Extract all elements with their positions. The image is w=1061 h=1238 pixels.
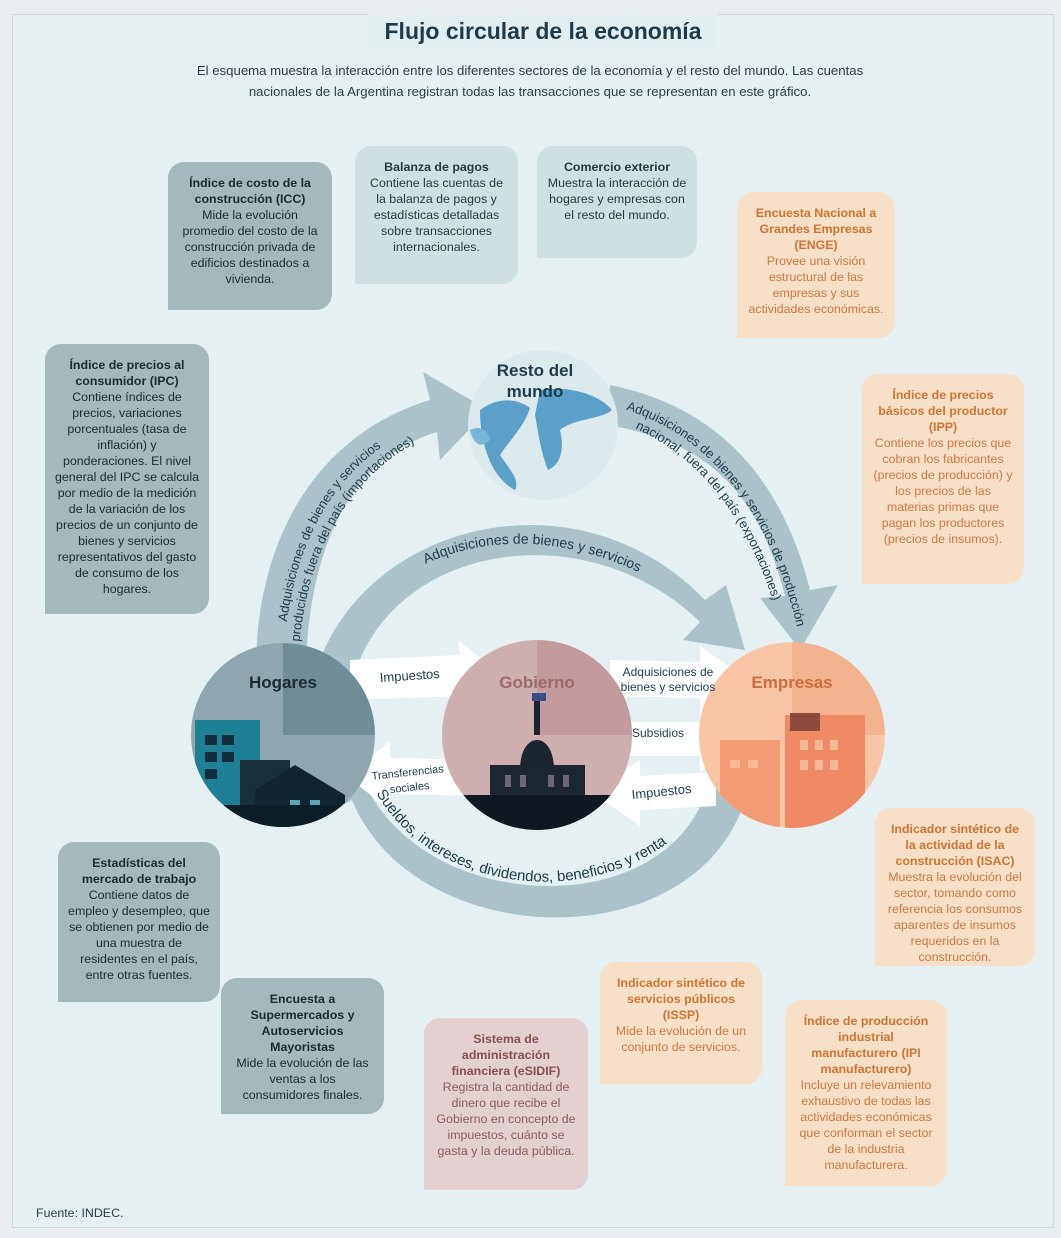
hogares-circle	[191, 643, 375, 827]
impuestos-empresas-arrow	[592, 760, 716, 826]
issp-title: Indicador sintético de servicios público…	[616, 976, 746, 1022]
ipi-box: Índice de producción industrial manufact…	[785, 1000, 947, 1186]
adq-gobierno-label-line2: bienes y servicios	[621, 680, 716, 694]
ipi-text: Incluye un relevamiento exhaustivo de to…	[799, 1078, 933, 1172]
ipi-title: Índice de producción industrial manufact…	[803, 1014, 929, 1076]
esidif-title: Sistema de administración financiera (eS…	[451, 1032, 561, 1078]
ipp-box: Índice de precios básicos del productor …	[862, 374, 1024, 584]
isac-text: Muestra la evolución del sector, tomando…	[887, 870, 1023, 964]
icc-title: Índice de costo de la construcción (ICC)	[189, 176, 311, 206]
supermercados-text: Mide la evolución de las ventas a los co…	[236, 1056, 369, 1102]
enge-title: Encuesta Nacional a Grandes Empresas (EN…	[755, 206, 877, 252]
supermercados-title: Encuesta a Supermercados y Autoservicios…	[250, 992, 355, 1054]
transferencias-label-line2: sociales	[389, 780, 430, 796]
enge-text: Provee una visión estructural de las emp…	[748, 254, 884, 316]
ipp-title: Índice de precios básicos del productor …	[878, 388, 1008, 434]
ipp-text: Contiene los precios que cobran los fabr…	[873, 436, 1013, 546]
supermercados-box: Encuesta a Supermercados y Autoservicios…	[221, 978, 384, 1114]
adquisiciones-arrow	[318, 524, 745, 672]
hogares-label: Hogares	[249, 673, 317, 692]
ipc-text: Contiene índices de precios, variaciones…	[55, 390, 199, 596]
transferencias-arrow	[345, 742, 480, 810]
sueldos-arrow	[330, 748, 752, 918]
page-title: Flujo circular de la economía	[368, 14, 718, 48]
issp-box: Indicador sintético de servicios público…	[600, 962, 762, 1084]
comercio-box: Comercio exterior Muestra la interacción…	[537, 146, 697, 258]
balanza-box: Balanza de pagos Contiene las cuentas de…	[355, 146, 518, 284]
isac-box: Indicador sintético de la actividad de l…	[875, 808, 1035, 966]
impuestos-hogares-label: Impuestos	[379, 666, 440, 685]
world-label-line2: mundo	[507, 382, 564, 401]
issp-text: Mide la evolución de un conjunto de serv…	[615, 1024, 747, 1054]
trabajo-text: Contiene datos de empleo y desempleo, qu…	[68, 888, 210, 982]
world-globe-icon	[468, 350, 618, 500]
subsidios-label: Subsidios	[632, 726, 684, 740]
exports-arrow	[606, 385, 838, 650]
enge-box: Encuesta Nacional a Grandes Empresas (EN…	[737, 192, 895, 338]
page-subtitle: El esquema muestra la interacción entre …	[196, 63, 864, 99]
balanza-text: Contiene las cuentas de la balanza de pa…	[370, 176, 503, 254]
adq-gobierno-label-line1: Adquisiciones de	[623, 665, 714, 679]
world-label-line1: Resto del	[497, 361, 574, 380]
ipc-title: Índice de precios al consumidor (IPC)	[69, 358, 185, 388]
gobierno-label: Gobierno	[499, 673, 575, 692]
isac-title: Indicador sintético de la actividad de l…	[890, 822, 1020, 868]
icc-box: Índice de costo de la construcción (ICC)…	[168, 162, 332, 310]
empresas-label: Empresas	[751, 673, 832, 692]
imports-arrow	[256, 372, 488, 660]
esidif-box: Sistema de administración financiera (eS…	[424, 1018, 588, 1190]
ipc-box: Índice de precios al consumidor (IPC) Co…	[45, 344, 209, 614]
comercio-text: Muestra la interacción de hogares y empr…	[547, 176, 687, 222]
trabajo-box: Estadísticas del mercado de trabajo Cont…	[58, 842, 220, 1002]
source-note: Fuente: INDEC.	[36, 1206, 124, 1220]
trabajo-title: Estadísticas del mercado de trabajo	[81, 856, 197, 886]
icc-text: Mide la evolución promedio del costo de …	[182, 208, 318, 286]
esidif-text: Registra la cantidad de dinero que recib…	[436, 1080, 576, 1158]
impuestos-empresas-label: Impuestos	[631, 781, 693, 802]
comercio-title: Comercio exterior	[563, 160, 671, 174]
balanza-title: Balanza de pagos	[384, 160, 489, 174]
